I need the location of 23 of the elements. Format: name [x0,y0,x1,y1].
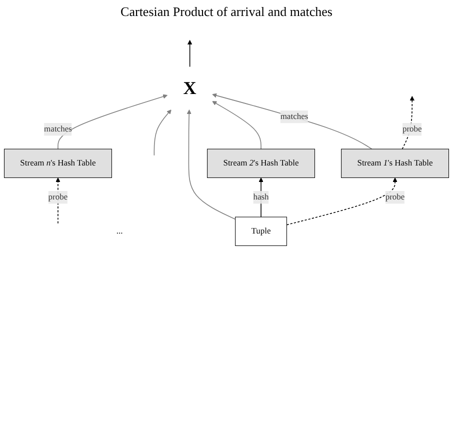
arrow [258,178,264,218]
arrow [56,178,60,224]
edge-label: probe [48,192,68,202]
arrow [58,94,168,150]
edge-label: matches [280,112,308,122]
edge-label: probe [385,192,405,202]
node-box: Stream 1's Hash Table [341,148,449,178]
arrow [212,101,262,150]
edge-label: probe [402,124,422,134]
node-box: Stream n's Hash Table [4,148,112,178]
arrow [402,96,414,150]
arrow [154,110,172,156]
arrow [212,93,372,150]
edge-label: hash [253,192,269,202]
edge-label: matches [44,124,72,134]
arrow [187,40,192,68]
node-text: X [183,78,196,98]
arrow [286,178,398,226]
caption-text: Cartesian Product of arrival and matches [120,4,334,20]
node-box: Tuple [235,216,287,246]
arrow [186,110,236,220]
node-text: ... [116,226,123,236]
node-box: Stream 2's Hash Table [207,148,315,178]
